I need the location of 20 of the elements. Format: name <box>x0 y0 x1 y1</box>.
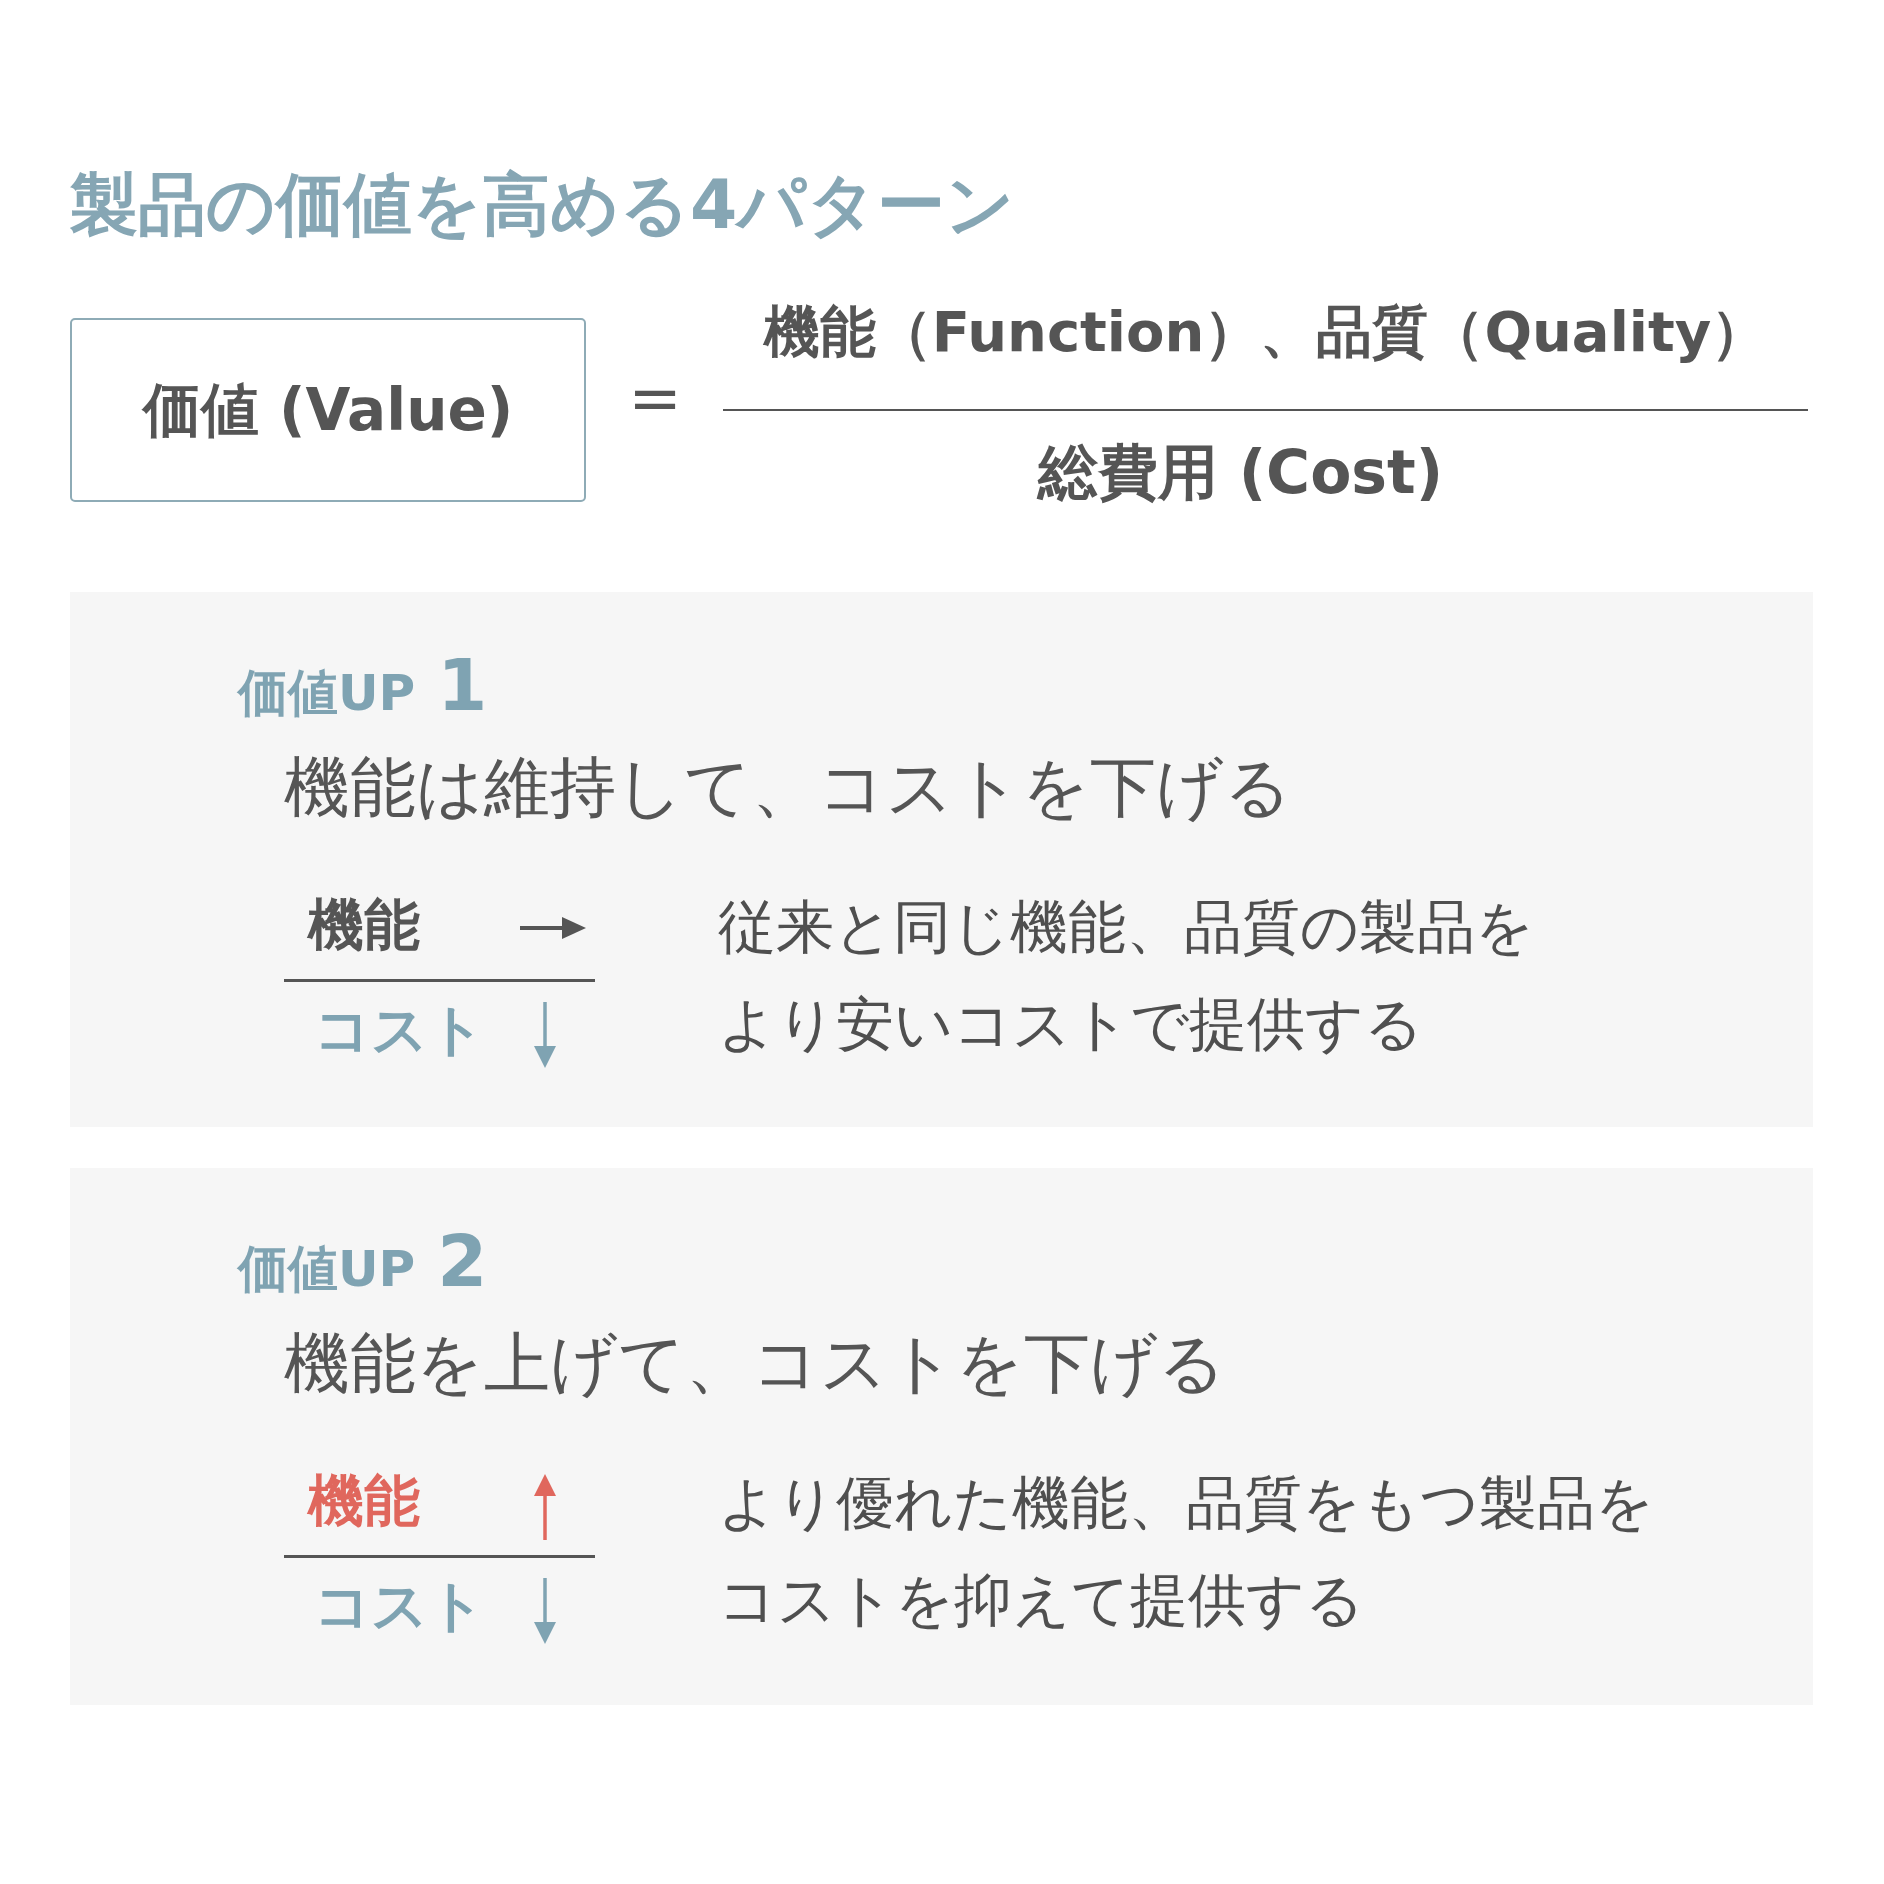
pattern-panel <box>70 592 1813 1127</box>
numerator-text: 機能（Function）、品質（Quality） <box>763 300 1768 365</box>
value-text: 価値 (Value) <box>142 376 514 444</box>
pattern-heading: 機能は維持して、コストを下げる <box>284 750 1292 826</box>
cost-label: コスト <box>314 1574 485 1639</box>
description-text: 従来と同じ機能、品質の製品をより安いコストで提供する <box>718 892 1535 1060</box>
function-label: 機能 <box>308 893 420 958</box>
denominator-text: 総費用 (Cost) <box>1037 438 1444 507</box>
pattern-label: 価値UP <box>238 665 416 723</box>
pattern-number: 1 <box>437 644 488 727</box>
pattern-label: 価値UP <box>238 1241 416 1299</box>
pattern-panel <box>70 1168 1813 1705</box>
pattern-heading: 機能を上げて、コストを下げる <box>284 1326 1226 1402</box>
title-text: 製品の価値を高める4パターン <box>70 166 1016 245</box>
cost-label: コスト <box>314 998 485 1063</box>
description-text: より優れた機能、品質をもつ製品をコストを抑えて提供する <box>718 1468 1655 1636</box>
function-label: 機能 <box>308 1469 420 1534</box>
equals-sign: = <box>628 362 682 436</box>
pattern-number: 2 <box>437 1220 488 1303</box>
value-box <box>70 318 586 502</box>
